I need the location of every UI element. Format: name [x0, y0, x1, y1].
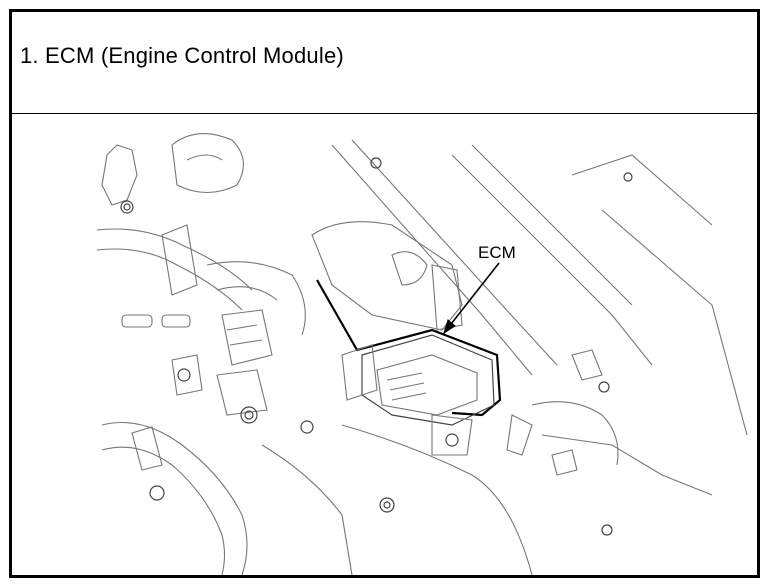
- small-connector-2: [161, 314, 191, 328]
- bolt-5: [149, 485, 165, 501]
- reservoir-cap: [171, 133, 244, 193]
- bolt-2: [370, 157, 382, 169]
- ecm-bracket: [431, 414, 473, 456]
- figure-title: 1. ECM (Engine Control Module): [20, 43, 344, 68]
- small-connector-1: [121, 314, 153, 328]
- hose-1: [96, 228, 253, 291]
- figure-frame: 1. ECM (Engine Control Module): [9, 9, 760, 578]
- lower-connector: [216, 369, 268, 416]
- ecm-highlight-outline: [316, 279, 502, 417]
- wiring-harness: [206, 261, 306, 336]
- ecm-module: [361, 334, 495, 426]
- bolt-9: [601, 524, 613, 536]
- left-bracket: [101, 144, 138, 206]
- ecm-callout-label: ECM: [478, 243, 516, 262]
- harness-connector: [221, 309, 273, 366]
- ecm-leader-arrow: [443, 319, 456, 335]
- ecm-leader-line: [443, 262, 500, 334]
- stud-1: [177, 368, 191, 382]
- frame-rail: [331, 144, 533, 376]
- engine-bay-illustration: ECM: [96, 133, 748, 575]
- caption-header: 1. ECM (Engine Control Module): [12, 12, 757, 114]
- ecm-connector: [341, 344, 378, 401]
- bolt-6: [300, 420, 314, 434]
- right-clip: [551, 449, 578, 476]
- engine-bay-diagram: ECM: [12, 115, 757, 575]
- hose-clamp-2: [131, 426, 163, 471]
- intake-duct: [311, 221, 463, 331]
- bolt-7: [379, 497, 395, 513]
- bolt-3: [623, 172, 633, 182]
- bolt-4: [240, 406, 258, 424]
- right-hose: [531, 401, 619, 466]
- bolt-1: [120, 200, 134, 214]
- hose-clamp: [161, 224, 198, 296]
- lower-panel: [261, 444, 353, 575]
- bolt-8: [598, 381, 610, 393]
- coolant-hose: [101, 422, 248, 575]
